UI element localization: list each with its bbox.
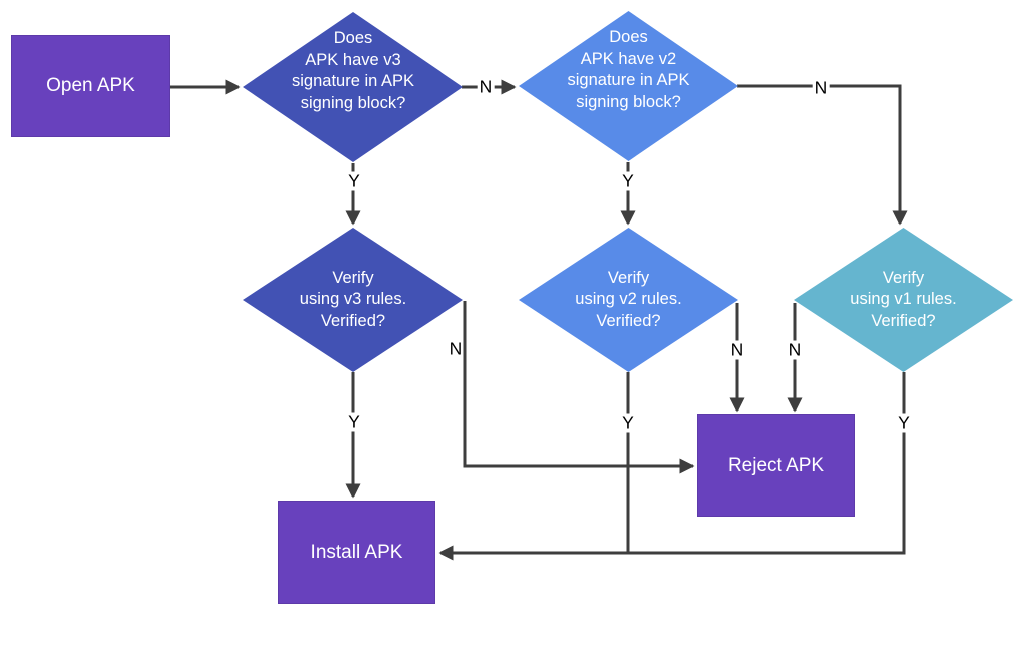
node-install-apk: Install APK (278, 501, 435, 604)
edge-label-verify-v1-yes: Y (896, 412, 912, 433)
node-reject-apk: Reject APK (697, 414, 855, 517)
edge-label-has-v3-no: N (477, 76, 495, 97)
node-open-apk: Open APK (11, 35, 170, 137)
edge-verify-v3-to-reject (463, 301, 695, 474)
edge-label-has-v2-yes: Y (620, 170, 636, 191)
node-verify-v1-label: Verify using v1 rules. Verified? (850, 268, 957, 330)
edge-has-v2-to-verify-v1 (737, 84, 908, 226)
node-has-v2-label: Does APK have v2 signature in APK signin… (567, 28, 690, 111)
node-open-apk-label: Open APK (46, 75, 135, 97)
node-reject-apk-label: Reject APK (727, 454, 825, 476)
edge-label-verify-v2-no: N (728, 339, 746, 360)
node-has-v3-label: Does APK have v3 signature in APK signin… (292, 29, 414, 112)
edge-label-verify-v2-yes: Y (620, 412, 636, 433)
edge-label-has-v2-no: N (812, 77, 830, 98)
node-verify-v3-label: Verify using v3 rules. Verified? (299, 268, 407, 330)
edge-label-verify-v3-yes: Y (346, 411, 362, 432)
node-verify-v2-label: Verify using v2 rules. Verified? (575, 268, 682, 330)
edge-label-has-v3-yes: Y (346, 170, 362, 191)
node-install-apk-label: Install APK (310, 541, 403, 563)
edge-label-verify-v3-no: N (449, 338, 463, 359)
edge-label-verify-v1-no: N (786, 339, 804, 360)
